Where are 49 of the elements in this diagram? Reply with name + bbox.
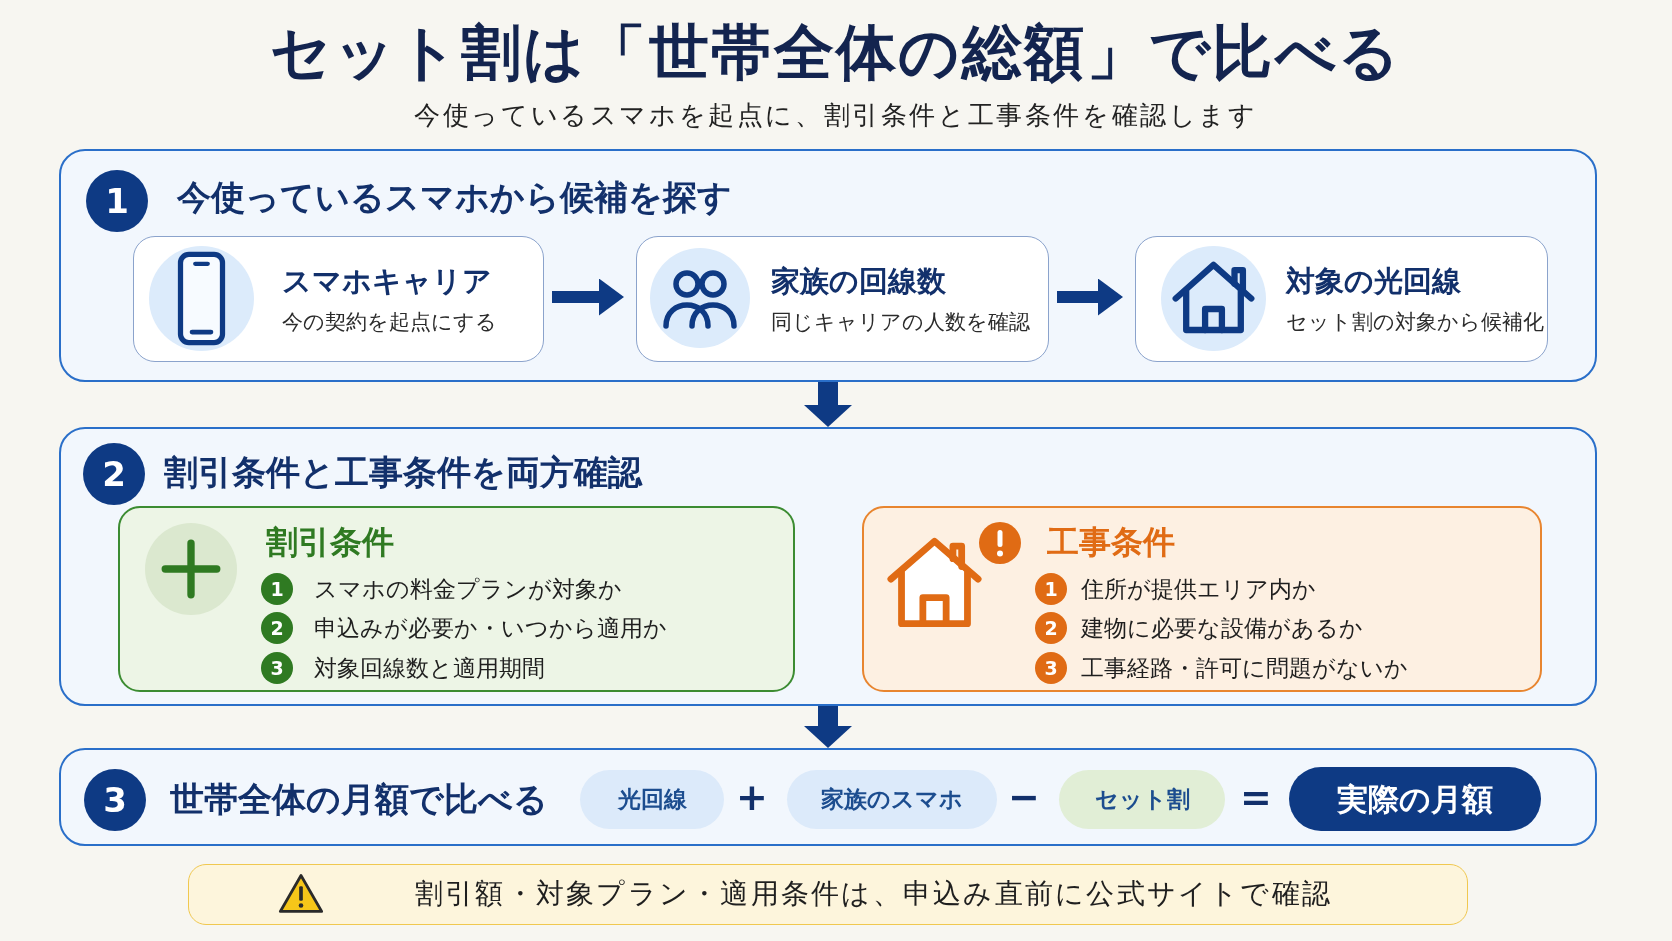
formula-term: 光回線 bbox=[580, 770, 724, 829]
card-title: 割引条件 bbox=[266, 522, 394, 562]
card-title: 対象の光回線 bbox=[1286, 263, 1462, 300]
item-number: 1 bbox=[1035, 573, 1067, 605]
item-number: 2 bbox=[1035, 612, 1067, 644]
step-number: 2 bbox=[83, 443, 145, 505]
plus-sign: + bbox=[736, 778, 768, 816]
step-number: 3 bbox=[84, 769, 146, 831]
condition-card bbox=[118, 506, 795, 692]
step-card bbox=[1135, 236, 1548, 362]
checklist-item: スマホの料金プランが対象か bbox=[314, 575, 622, 604]
item-number: 2 bbox=[261, 612, 293, 644]
item-number: 3 bbox=[261, 652, 293, 684]
minus-sign: − bbox=[1008, 778, 1040, 816]
checklist-item: 建物に必要な設備があるか bbox=[1081, 614, 1363, 643]
step-card bbox=[133, 236, 544, 362]
panel-heading: 今使っているスマホから候補を探す bbox=[177, 176, 732, 219]
arrow bbox=[1057, 278, 1123, 316]
checklist-item: 住所が提供エリア内か bbox=[1081, 575, 1316, 604]
step-panel bbox=[59, 149, 1597, 382]
step-panel bbox=[59, 748, 1597, 846]
arrow bbox=[552, 278, 624, 316]
result-term: 実際の月額 bbox=[1289, 767, 1541, 831]
panel-heading: 割引条件と工事条件を両方確認 bbox=[164, 451, 642, 494]
condition-card bbox=[862, 506, 1542, 692]
subtitle: 今使っているスマホを起点に、割引条件と工事条件を確認します bbox=[414, 99, 1258, 132]
formula-term: 家族のスマホ bbox=[787, 770, 997, 829]
checklist-item: 対象回線数と適用期間 bbox=[314, 654, 545, 683]
item-number: 1 bbox=[261, 573, 293, 605]
formula-term: セット割 bbox=[1059, 770, 1225, 829]
card-description: セット割の対象から候補化 bbox=[1286, 309, 1544, 336]
step-card bbox=[636, 236, 1049, 362]
arrow bbox=[804, 382, 852, 427]
notice-text: 割引額・対象プラン・適用条件は、申込み直前に公式サイトで確認 bbox=[415, 876, 1333, 912]
item-number: 3 bbox=[1035, 652, 1067, 684]
step-panel bbox=[59, 427, 1597, 706]
checklist-item: 工事経路・許可に問題がないか bbox=[1081, 654, 1408, 683]
arrow bbox=[804, 706, 852, 748]
card-description: 今の契約を起点にする bbox=[282, 309, 497, 336]
card-title: スマホキャリア bbox=[282, 263, 493, 300]
step-number: 1 bbox=[86, 170, 148, 232]
title: セット割は「世帯全体の総額」で比べる bbox=[270, 16, 1402, 88]
equals-sign: = bbox=[1240, 778, 1272, 816]
checklist-item: 申込みが必要か・いつから適用か bbox=[314, 614, 667, 643]
panel-heading: 世帯全体の月額で比べる bbox=[170, 778, 548, 821]
card-title: 工事条件 bbox=[1047, 522, 1175, 562]
notice-bar bbox=[188, 864, 1468, 925]
card-description: 同じキャリアの人数を確認 bbox=[771, 309, 1030, 336]
card-title: 家族の回線数 bbox=[771, 263, 947, 300]
